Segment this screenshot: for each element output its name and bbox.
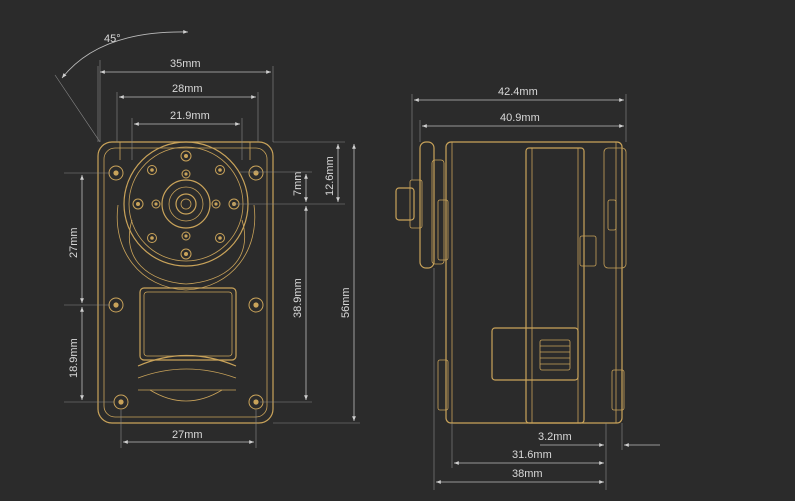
label-window	[139, 287, 237, 361]
dim-21-9-label: 21.9mm	[170, 110, 210, 122]
horn-holes	[132, 150, 240, 260]
side-horn-disc	[419, 141, 435, 269]
dim-7-label: 7mm	[292, 172, 304, 196]
housing-screws	[108, 165, 264, 410]
front-housing-outer	[97, 141, 274, 424]
side-cable-housing	[491, 327, 579, 381]
dim-56-label: 56mm	[340, 287, 352, 318]
dim-27-bottom-label: 27mm	[172, 429, 203, 441]
bottom-arc-3	[149, 389, 223, 402]
angle-arc	[61, 29, 189, 79]
gear-housing	[129, 219, 245, 285]
gear-housing-2	[116, 204, 256, 291]
side-right-cap-inner	[607, 199, 617, 231]
horn-hub-core	[180, 198, 192, 210]
side-view: 42.4mm 40.9mm 3.2mm 31.6mm 38mm	[395, 86, 660, 490]
dim-31-6-label: 31.6mm	[512, 449, 552, 461]
dim-28-label: 28mm	[172, 83, 203, 95]
label-window-inner	[143, 291, 233, 357]
side-shaft-collar	[409, 179, 423, 229]
angle-label: 45°	[104, 33, 121, 45]
dim-38-9-label: 38.9mm	[292, 278, 304, 318]
dim-38-label: 38mm	[512, 468, 543, 480]
side-body	[445, 141, 623, 424]
side-clip	[579, 235, 597, 267]
bottom-arc	[137, 354, 237, 367]
horn-hub-outer	[161, 179, 211, 229]
bottom-arc-2	[137, 368, 237, 379]
front-view: 45° 35mm 28mm 21.9mm 12.6mm 7mm 38.9mm 5	[54, 29, 360, 448]
front-top-flange	[119, 142, 251, 160]
horn-hub-mid	[168, 186, 204, 222]
horn-hub-inner	[175, 193, 197, 215]
side-flange	[437, 199, 449, 261]
horn-inner	[128, 146, 244, 262]
side-center-section	[525, 147, 585, 424]
dim-40-9-label: 40.9mm	[500, 112, 540, 124]
side-right-cap	[603, 147, 627, 269]
side-cable-notch	[539, 339, 571, 371]
dim-27-left-label: 27mm	[68, 227, 80, 258]
dim-42-4-label: 42.4mm	[498, 86, 538, 98]
dim-3-2-label: 3.2mm	[538, 431, 572, 443]
dim-35-label: 35mm	[170, 58, 201, 70]
front-housing-inner	[103, 147, 268, 418]
dim-12-6-label: 12.6mm	[324, 156, 336, 196]
side-horn-spacer	[431, 159, 445, 265]
side-shaft	[395, 187, 415, 221]
dim-18-9-label: 18.9mm	[68, 338, 80, 378]
